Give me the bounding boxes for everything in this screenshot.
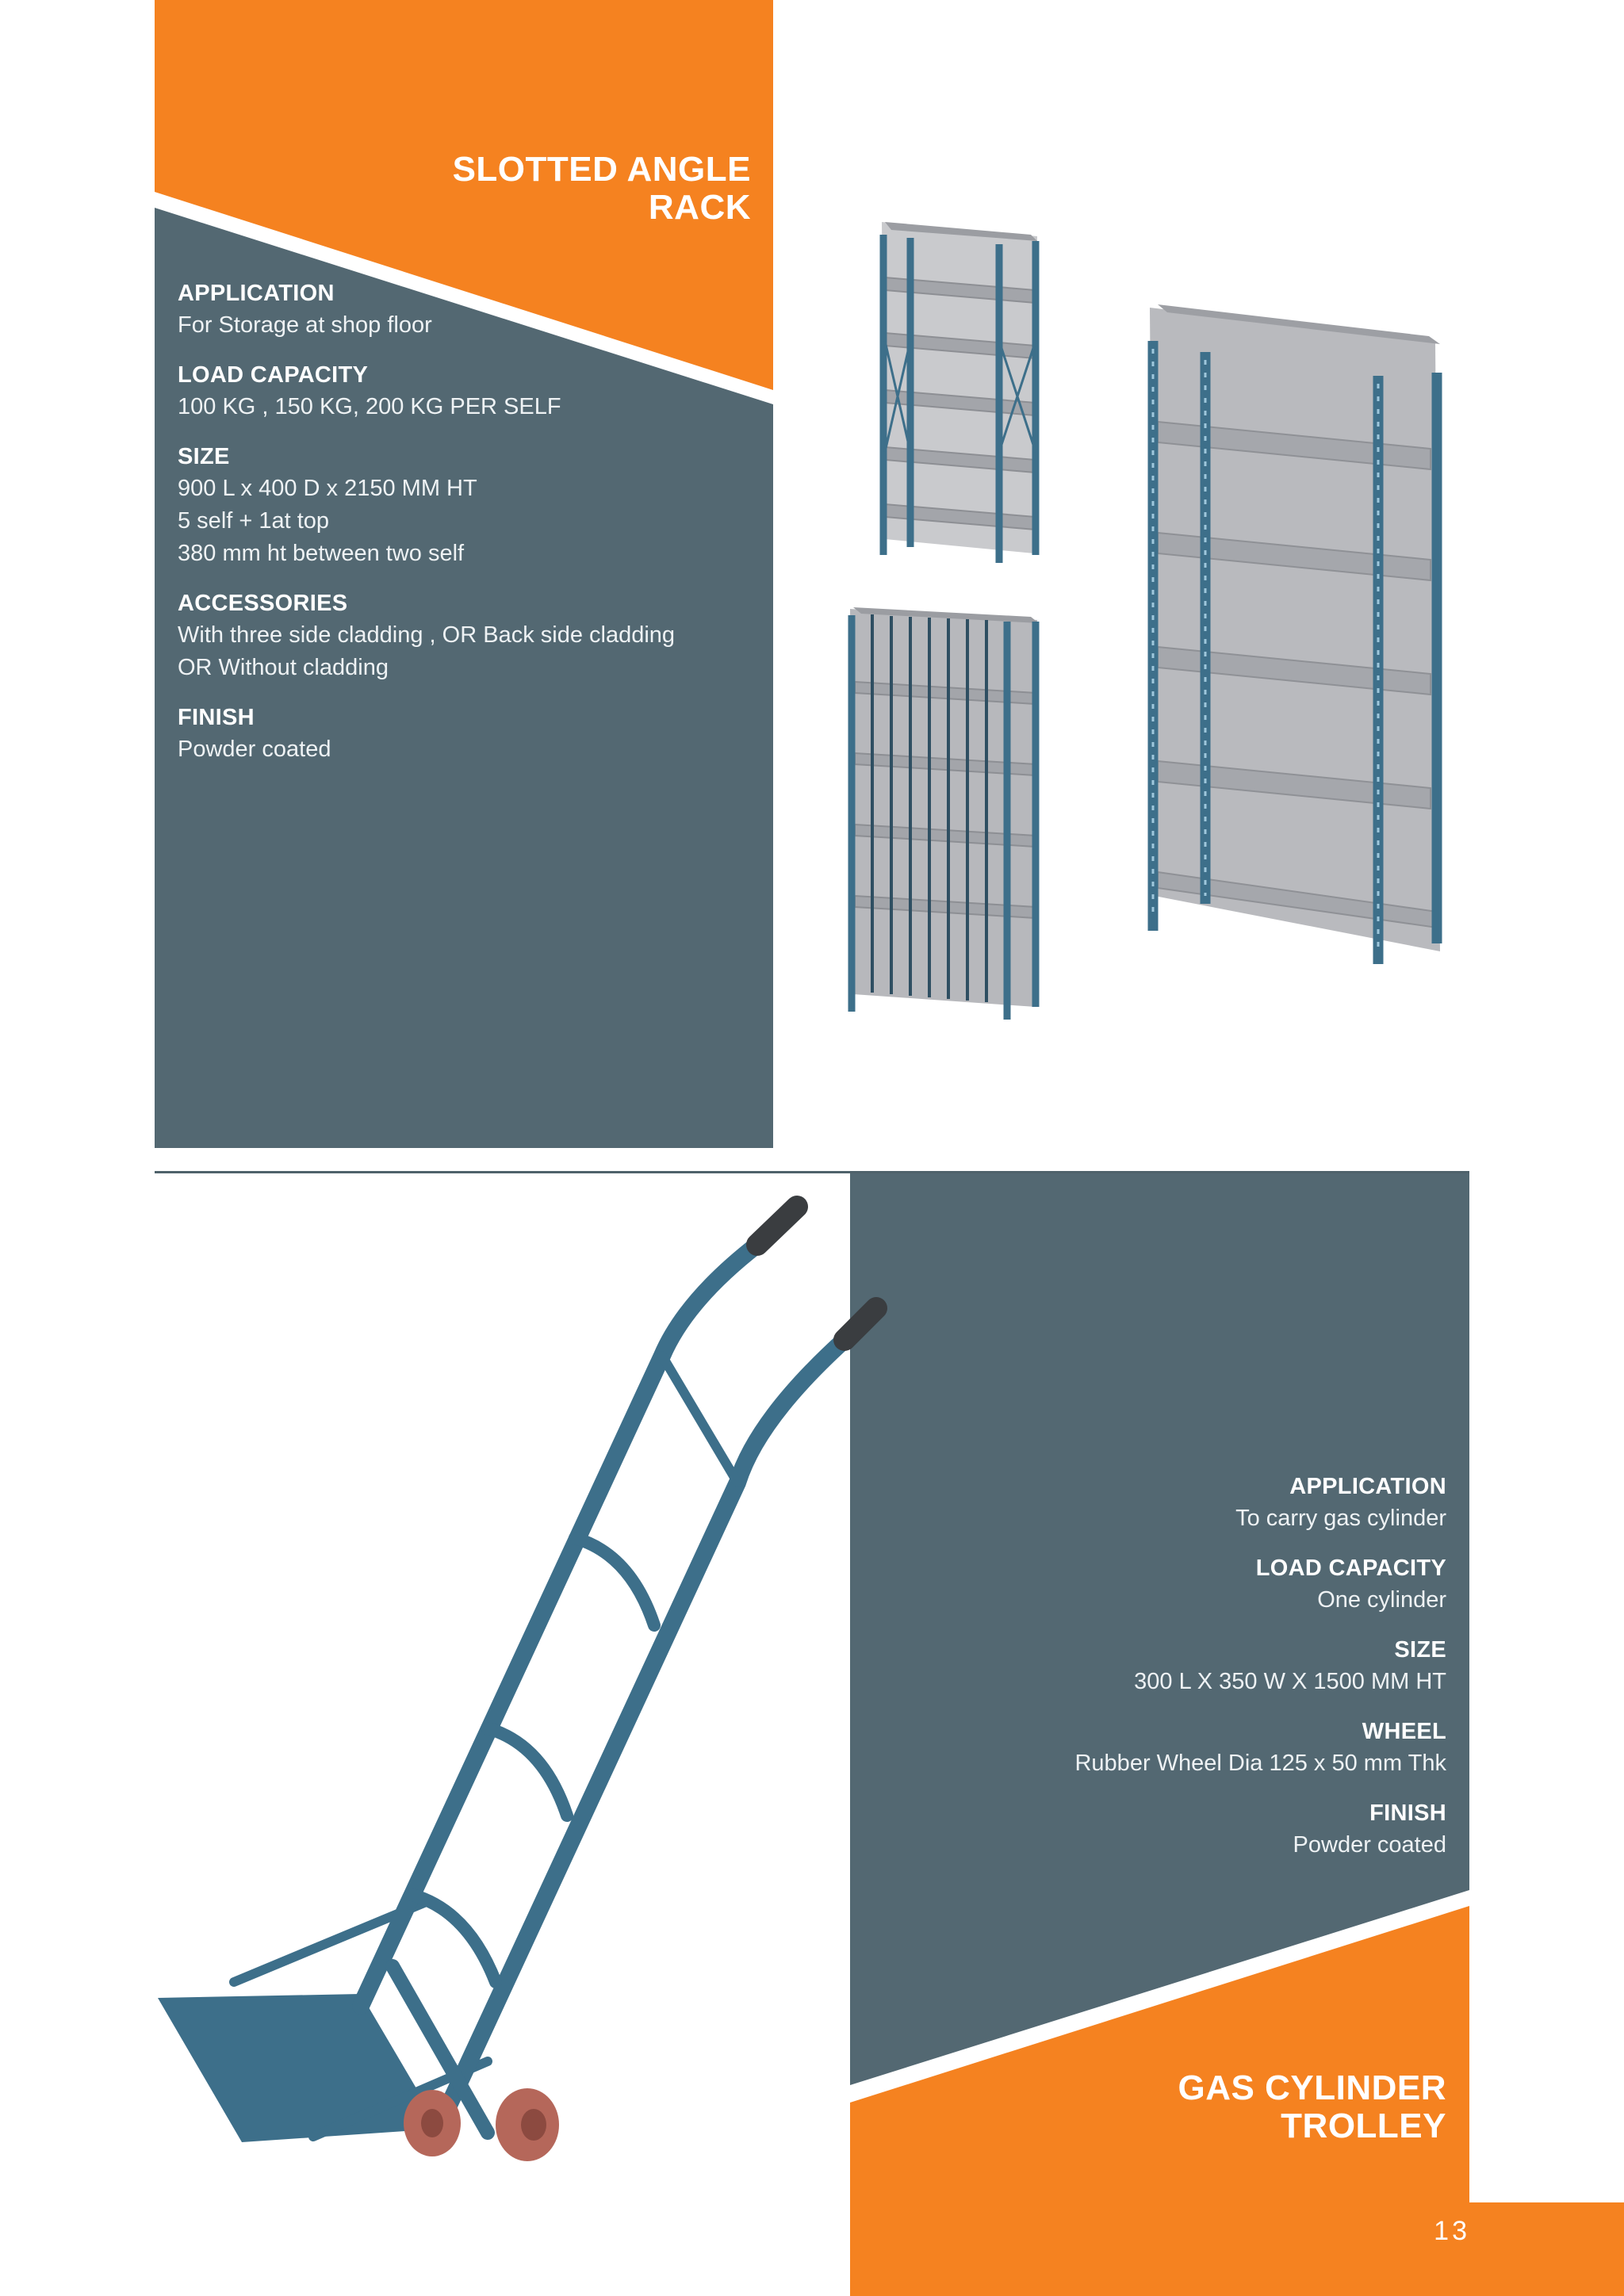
spec-value: With three side cladding , OR Back side … <box>178 622 676 648</box>
spec-label: APPLICATION <box>1289 1474 1446 1499</box>
spec-value: One cylinder <box>1317 1587 1446 1613</box>
bottom-spec-load-capacity: LOAD CAPACITY One cylinder <box>1031 1552 1446 1617</box>
spec-label: SIZE <box>1394 1637 1446 1663</box>
page-number-strip <box>1469 2202 1624 2296</box>
spec-label: LOAD CAPACITY <box>1255 1556 1446 1581</box>
trolley-base-plate <box>158 1994 440 2142</box>
page-number: 13 <box>1434 2216 1470 2246</box>
bottom-spec-size: SIZE 300 L X 350 W X 1500 MM HT <box>1031 1634 1446 1698</box>
top-spec-accessories: ACCESSORIES With three side cladding , OR… <box>178 587 685 684</box>
spec-label: LOAD CAPACITY <box>178 362 369 388</box>
bottom-spec-finish: FINISH Powder coated <box>1031 1797 1446 1862</box>
section-divider <box>155 1171 1469 1173</box>
top-spec-finish: FINISH Powder coated <box>178 702 685 766</box>
top-spec-size: SIZE 900 L x 400 D x 2150 MM HT 5 self + 1… <box>178 441 685 570</box>
spec-value: 900 L x 400 D x 2150 MM HT <box>178 476 477 501</box>
trolley-handles <box>746 1196 887 1351</box>
top-spec-application: APPLICATION For Storage at shop floor <box>178 277 685 342</box>
spec-value: For Storage at shop floor <box>178 312 432 338</box>
spec-label: WHEEL <box>1362 1719 1446 1744</box>
spec-value: 300 L X 350 W X 1500 MM HT <box>1134 1669 1446 1694</box>
bottom-title-line-2: TROLLEY <box>1281 2107 1446 2145</box>
top-product-title: SLOTTED ANGLE RACK <box>155 151 751 227</box>
spec-label: ACCESSORIES <box>178 591 348 616</box>
spec-label: FINISH <box>178 705 255 730</box>
spec-value: OR Without cladding <box>178 655 389 680</box>
bottom-background-panel <box>850 1173 1469 2296</box>
top-spec-load-capacity: LOAD CAPACITY 100 KG , 150 KG, 200 KG PER… <box>178 359 685 423</box>
spec-value: Powder coated <box>178 737 331 762</box>
top-title-line-1: SLOTTED ANGLE <box>452 150 751 189</box>
trolley-wheels <box>404 2088 559 2161</box>
spec-label: APPLICATION <box>178 281 335 306</box>
clad-rack-image <box>848 607 1040 1020</box>
bottom-spec-application: APPLICATION To carry gas cylinder <box>1031 1471 1446 1535</box>
bottom-title-line-1: GAS CYLINDER <box>1178 2068 1446 2107</box>
large-rack-image <box>1147 304 1442 964</box>
open-rack-image <box>879 222 1040 563</box>
top-background-panel <box>155 0 773 1148</box>
top-orange-banner <box>155 0 773 390</box>
bottom-product-title: GAS CYLINDER TROLLEY <box>1031 2069 1446 2145</box>
spec-value: 380 mm ht between two self <box>178 541 465 566</box>
spec-value: 5 self + 1at top <box>178 508 330 534</box>
top-title-line-2: RACK <box>648 188 751 227</box>
bottom-orange-banner <box>850 1906 1469 2296</box>
spec-value: To carry gas cylinder <box>1235 1506 1446 1531</box>
rack-illustrations <box>848 222 1442 1020</box>
spec-value: Powder coated <box>1293 1832 1446 1858</box>
spec-value: Rubber Wheel Dia 125 x 50 mm Thk <box>1074 1751 1446 1776</box>
bottom-spec-wheel: WHEEL Rubber Wheel Dia 125 x 50 mm Thk <box>1031 1716 1446 1780</box>
spec-label: FINISH <box>1369 1800 1446 1826</box>
trolley-illustration <box>158 1196 887 2161</box>
spec-label: SIZE <box>178 444 230 469</box>
spec-value: 100 KG , 150 KG, 200 KG PER SELF <box>178 394 561 419</box>
